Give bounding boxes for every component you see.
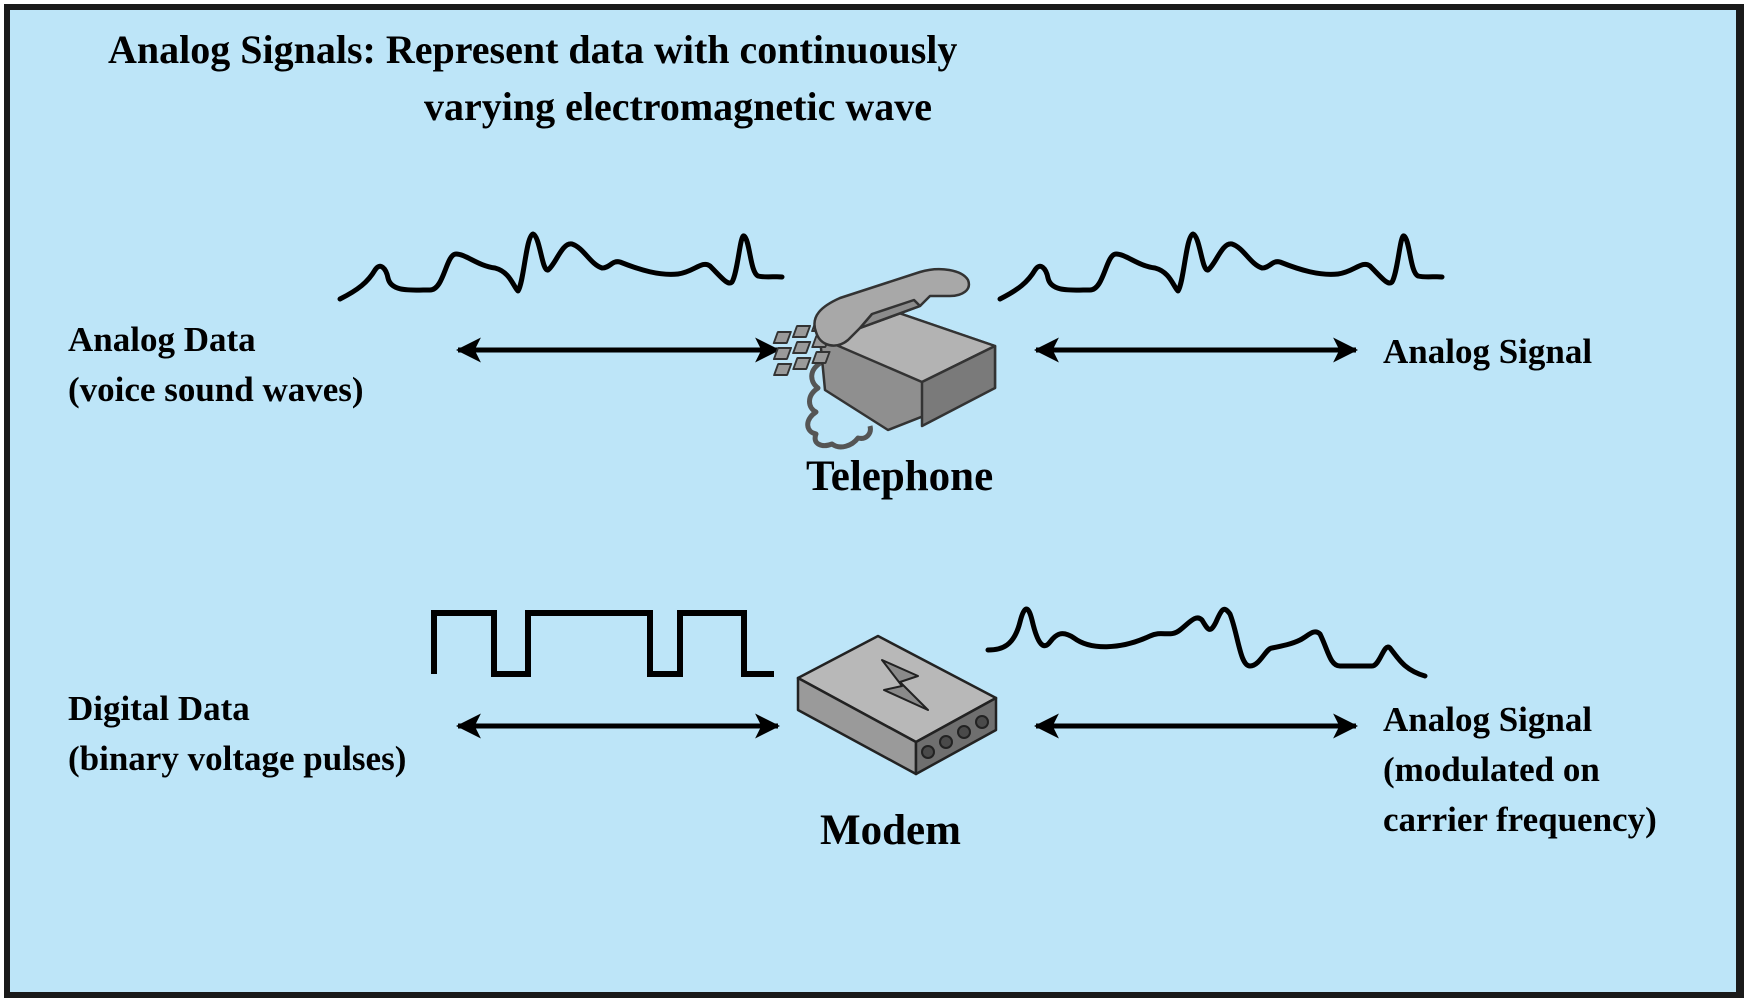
title-line-2: varying electromagnetic wave [424, 84, 932, 129]
telephone-label: Telephone [806, 453, 994, 500]
analog-signal-label: Analog Signal [1383, 332, 1593, 371]
modulated-signal-sublabel-1: (modulated on [1383, 750, 1600, 789]
modulated-signal-sublabel-2: carrier frequency) [1383, 800, 1657, 839]
digital-data-label: Digital Data [68, 689, 250, 728]
telephone-icon [772, 268, 997, 450]
analog-data-label: Analog Data [68, 320, 256, 359]
title-line-1: Analog Signals: Represent data with cont… [108, 27, 958, 72]
analog-waveform-icon [985, 606, 1428, 679]
diagram-frame: Analog Signals: Represent data with cont… [4, 4, 1744, 998]
modulated-signal-label: Analog Signal [1383, 700, 1593, 739]
analog-data-sublabel: (voice sound waves) [68, 370, 364, 409]
modem-icon [796, 634, 998, 776]
square-wave-icon [431, 610, 774, 677]
analog-waveform-icon [997, 231, 1445, 302]
analog-waveform-icon [337, 231, 785, 302]
diagram-artwork [337, 231, 1445, 776]
modem-label: Modem [820, 807, 961, 854]
digital-data-sublabel: (binary voltage pulses) [68, 739, 407, 778]
